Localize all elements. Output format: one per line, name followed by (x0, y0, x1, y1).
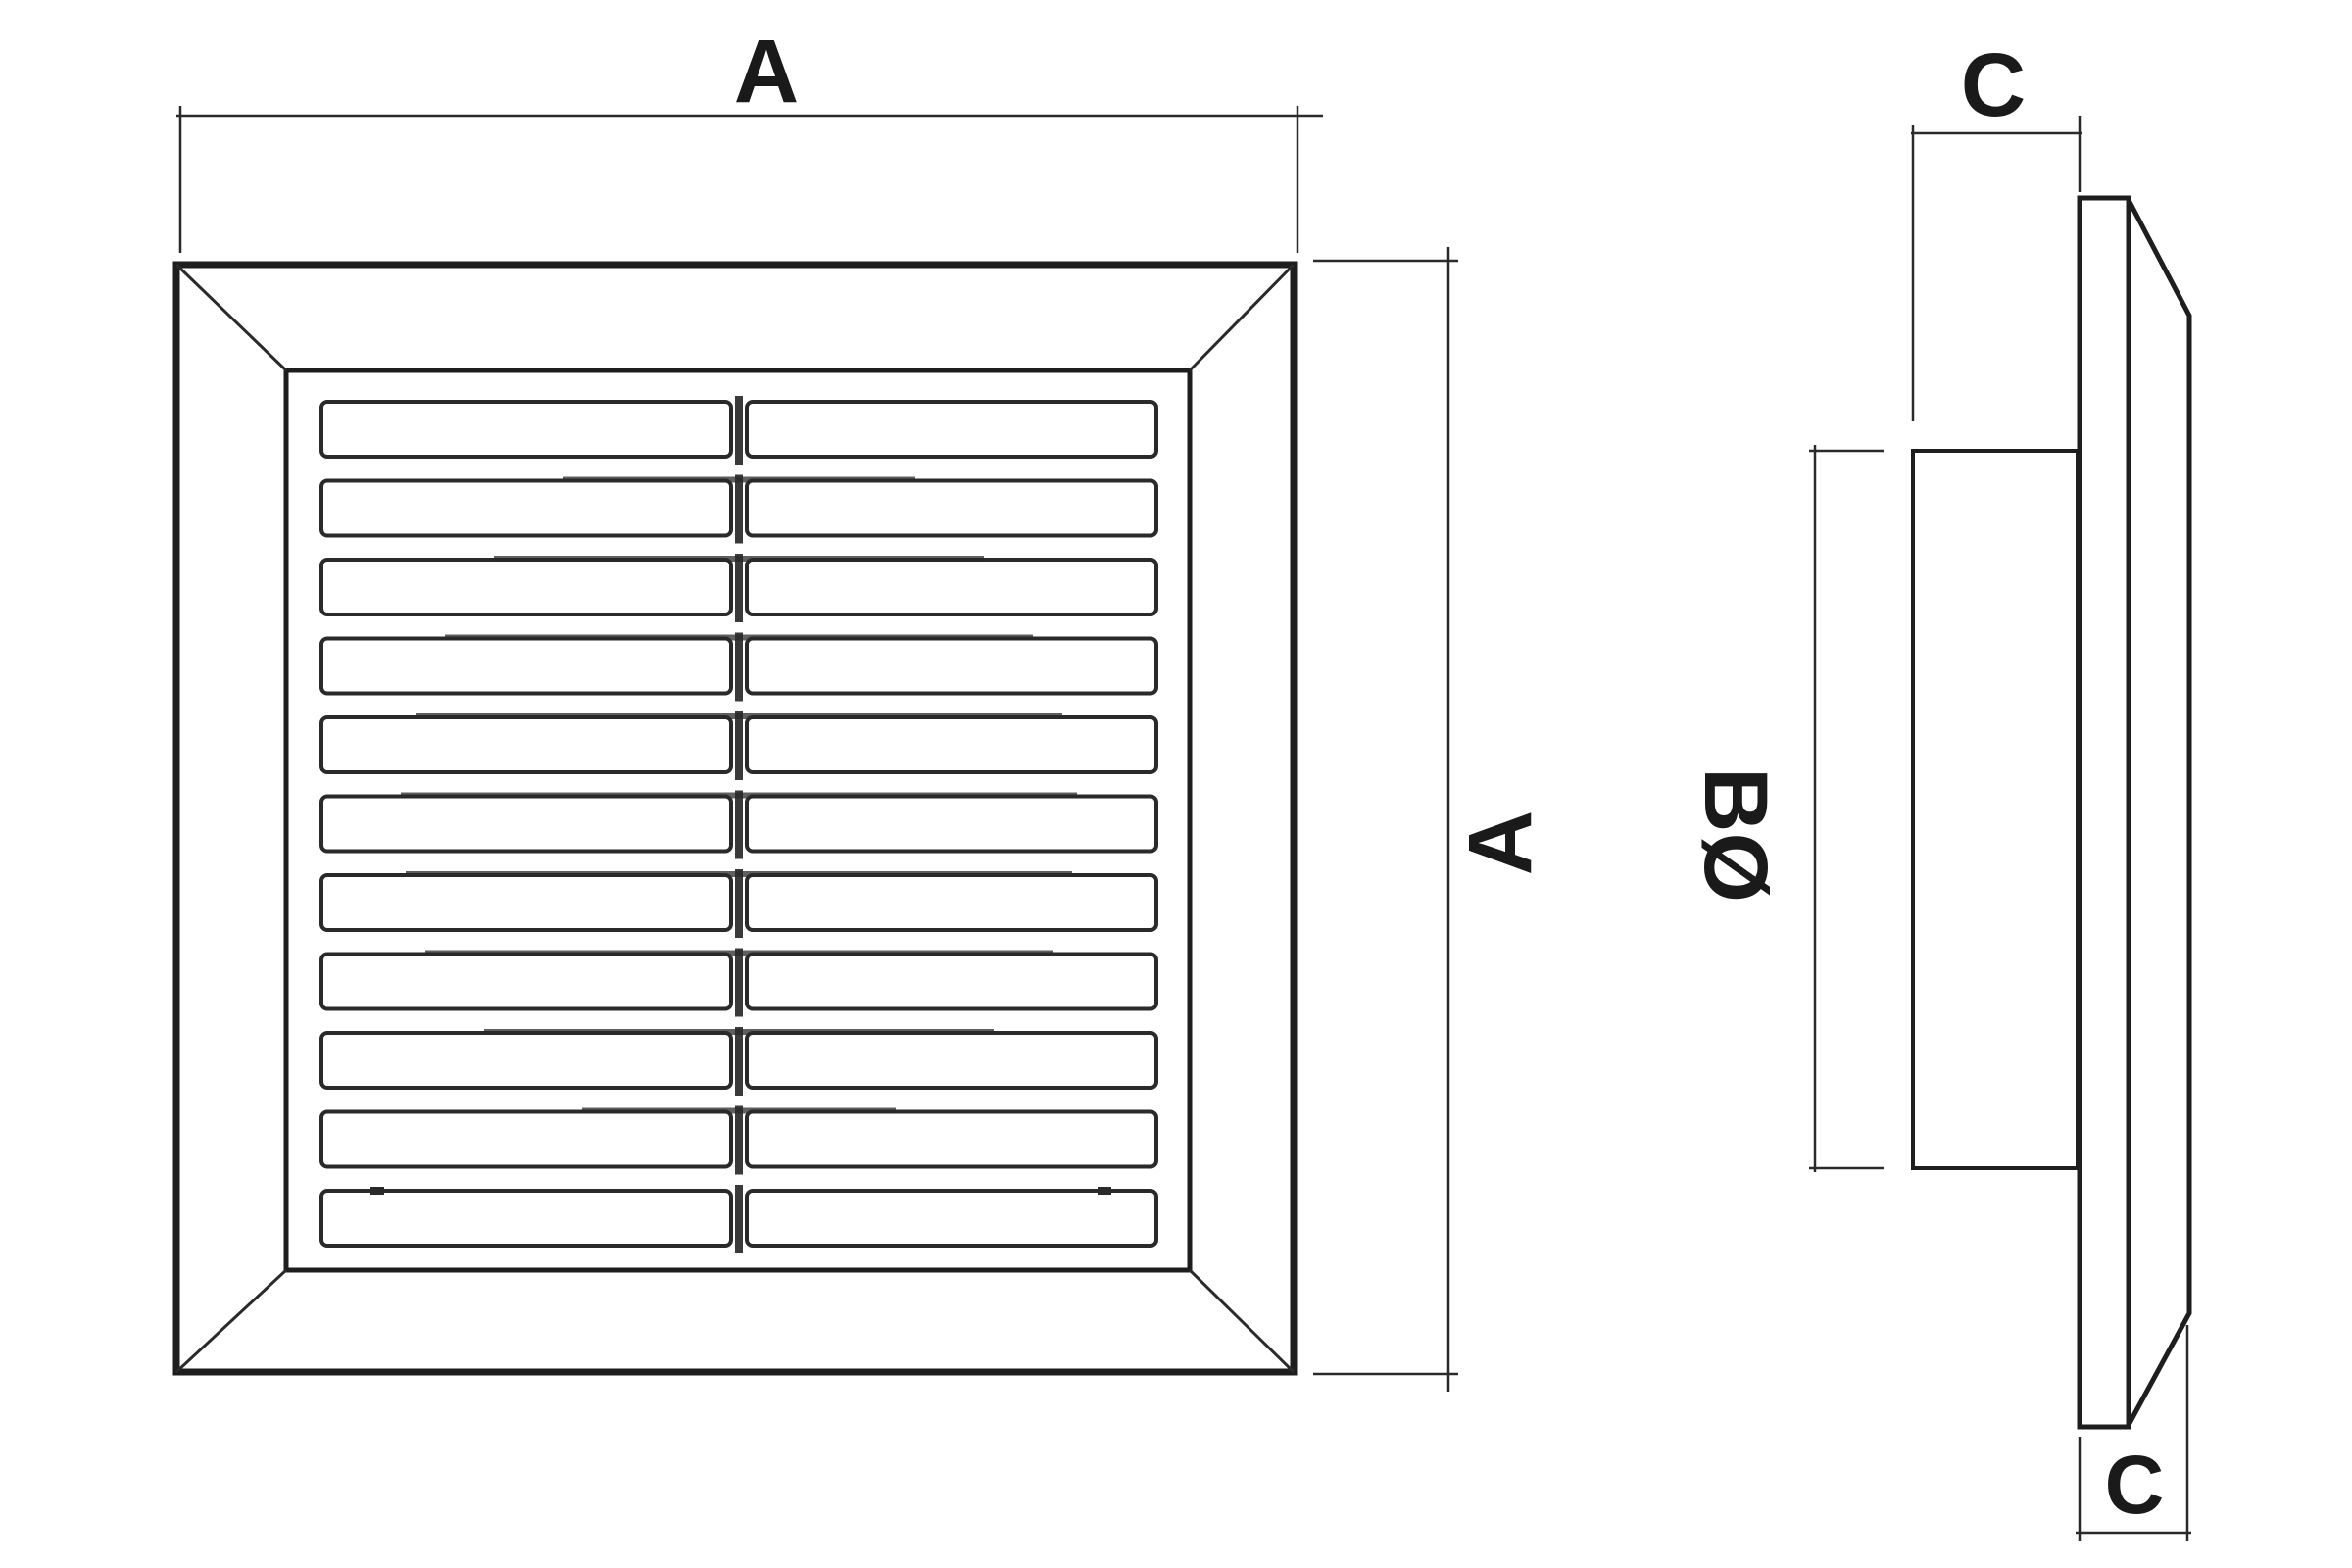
louver-slat-left (319, 1031, 733, 1090)
louver-center-divider (735, 1027, 743, 1096)
louver-blade-edge (401, 792, 1077, 799)
louver-slat-right (745, 952, 1158, 1011)
dimension-depth-top: C (1911, 35, 2082, 421)
louver-clip (1098, 1187, 1111, 1195)
louver-slat (319, 869, 1158, 938)
louver-slat-right (745, 400, 1158, 459)
side-flange-plate (2077, 195, 2132, 1430)
louver-slat-left (319, 400, 733, 459)
louver-blade-edge (416, 713, 1062, 719)
louver-blade-edge (494, 556, 984, 562)
dim-depth-bottom-label: C (2105, 1439, 2165, 1531)
bevel-top-right (1188, 263, 1296, 372)
louver-slat (319, 790, 1158, 859)
louver-slat-left (319, 478, 733, 538)
louver-slat (319, 474, 1158, 544)
louver-slat-right (745, 1109, 1158, 1169)
louver-slat-right (745, 478, 1158, 538)
louver-slat (319, 632, 1158, 702)
dim-depth-top-label: C (1961, 35, 2026, 135)
louver-slat (319, 1027, 1158, 1096)
louver-blade-edge (484, 1029, 994, 1035)
louver-slat (319, 948, 1158, 1017)
louver-blade-edge (582, 1107, 896, 1114)
louver-slat-left (319, 873, 733, 932)
louver-blade-edge (406, 871, 1072, 877)
dim-height-label: A (1450, 810, 1550, 875)
side-chamfer-face (2126, 198, 2192, 1427)
louver-slat-left (319, 636, 733, 696)
louver-center-divider (735, 711, 743, 780)
dimension-depth-bottom: C (2076, 1325, 2191, 1541)
louver-center-divider (735, 632, 743, 702)
louver-clip (370, 1187, 384, 1195)
louver-slat (319, 1185, 1158, 1253)
louver-center-divider (735, 474, 743, 544)
bevel-bottom-right (1188, 1268, 1296, 1374)
louver-slat-left (319, 1109, 733, 1169)
louver-center-divider (735, 396, 743, 465)
louver-center-divider (735, 1105, 743, 1175)
louver-center-divider (735, 948, 743, 1017)
louver-center-divider (735, 554, 743, 622)
louver-blade-edge (563, 476, 915, 483)
louver-slat-right (745, 794, 1158, 854)
louver-slat-left (319, 952, 733, 1011)
louver-slat (319, 396, 1158, 465)
dim-width-label: A (734, 22, 799, 122)
louver-blade-edge (445, 634, 1033, 641)
louver-blade-edge (425, 950, 1053, 956)
louver-slat-right (745, 636, 1158, 696)
louver-center-divider (735, 1185, 743, 1253)
dim-diameter-label: BØ (1686, 767, 1786, 903)
louver-slat-left (319, 794, 733, 854)
louver-slat-left (319, 1189, 733, 1248)
dimension-width: A (176, 22, 1323, 253)
dimension-height: A (1313, 247, 1550, 1392)
louver-slat-right (745, 1189, 1158, 1248)
louver-slat-right (745, 1031, 1158, 1090)
bevel-bottom-left (174, 1268, 288, 1374)
side-view: C C BØ (1686, 35, 2192, 1541)
louver-slat-right (745, 715, 1158, 774)
louver-slat-left (319, 715, 733, 774)
louver-slat-right (745, 558, 1158, 616)
side-duct-spigot (1911, 449, 2080, 1170)
louver-slat (319, 1105, 1158, 1175)
louver-center-divider (735, 869, 743, 938)
louver-center-divider (735, 790, 743, 859)
dimension-diameter: BØ (1686, 445, 1884, 1172)
louver-slat-left (319, 558, 733, 616)
louver-slat-right (745, 873, 1158, 932)
louver-group (319, 396, 1158, 1253)
louver-slat (319, 711, 1158, 780)
front-view (172, 261, 1298, 1376)
bevel-top-left (174, 263, 288, 372)
louver-slat (319, 554, 1158, 622)
